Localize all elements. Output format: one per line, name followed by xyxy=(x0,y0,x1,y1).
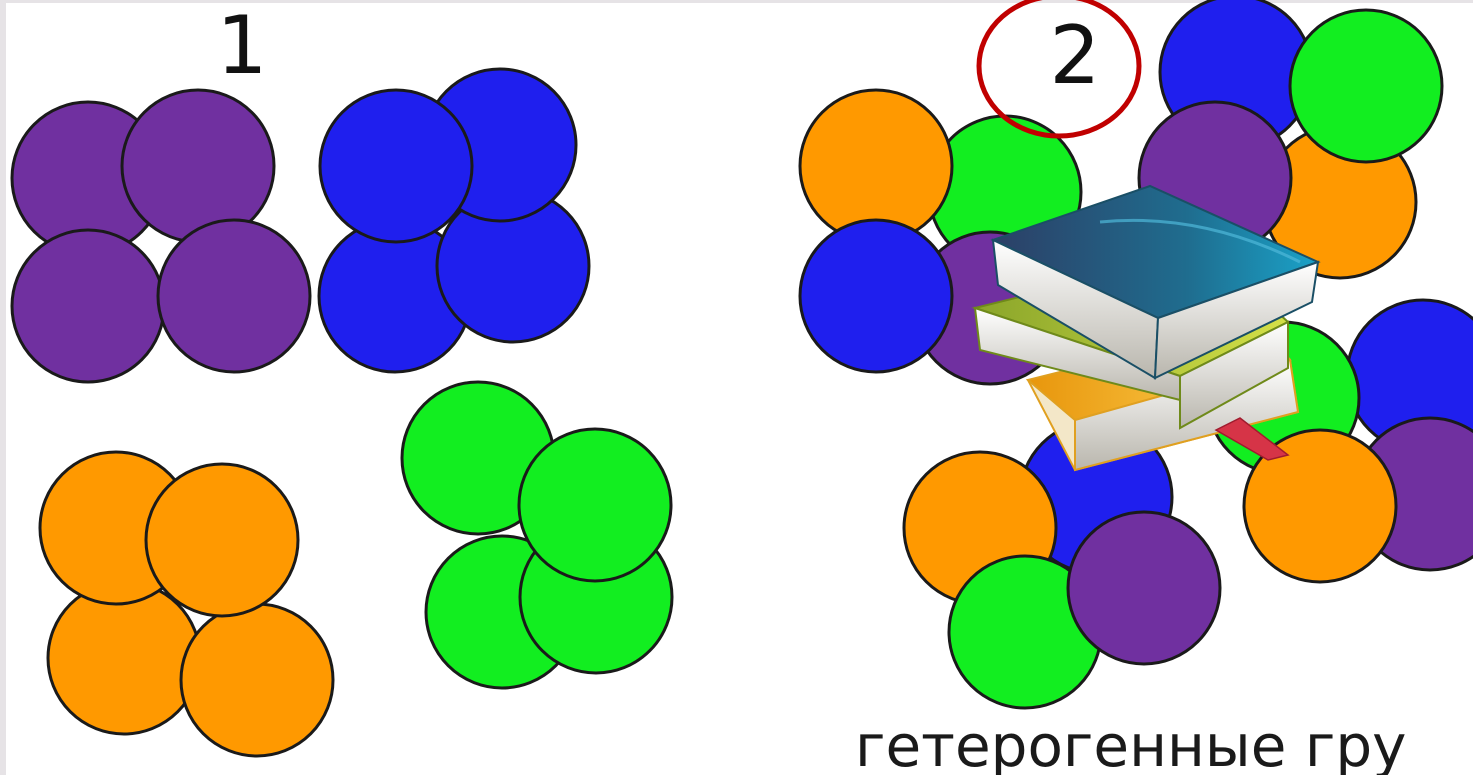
blue-circle xyxy=(798,218,954,374)
orange-cluster xyxy=(38,450,335,758)
bookmark-ribbon xyxy=(1214,417,1290,461)
group-1-label: 1 xyxy=(217,0,268,92)
green-circle xyxy=(1288,8,1444,164)
orange-circle xyxy=(179,602,335,758)
green-circle xyxy=(517,427,673,583)
blue-book xyxy=(990,184,1321,380)
stack-of-books-icon xyxy=(971,184,1321,472)
mixed-cluster-bottom xyxy=(902,419,1222,710)
homogeneous-groups xyxy=(10,67,674,758)
purple-circle xyxy=(1066,510,1222,666)
heterogeneous-groups xyxy=(798,0,1473,710)
orange-circle xyxy=(1242,428,1398,584)
left-border xyxy=(0,0,6,775)
purple-cluster xyxy=(10,88,312,384)
blue-circle xyxy=(318,88,474,244)
purple-circle xyxy=(156,218,312,374)
purple-circle xyxy=(10,228,166,384)
heterogeneous-groups-caption: гетерогенные гру xyxy=(855,712,1407,775)
green-cluster xyxy=(400,380,674,690)
top-border xyxy=(0,0,1473,3)
purple-circle xyxy=(120,88,276,244)
mixed-cluster-top-left xyxy=(798,88,1083,386)
group-2-label: 2 xyxy=(1050,9,1101,102)
blue-cluster xyxy=(317,67,591,374)
highlight-circle xyxy=(976,0,1142,139)
orange-circle xyxy=(144,462,300,618)
